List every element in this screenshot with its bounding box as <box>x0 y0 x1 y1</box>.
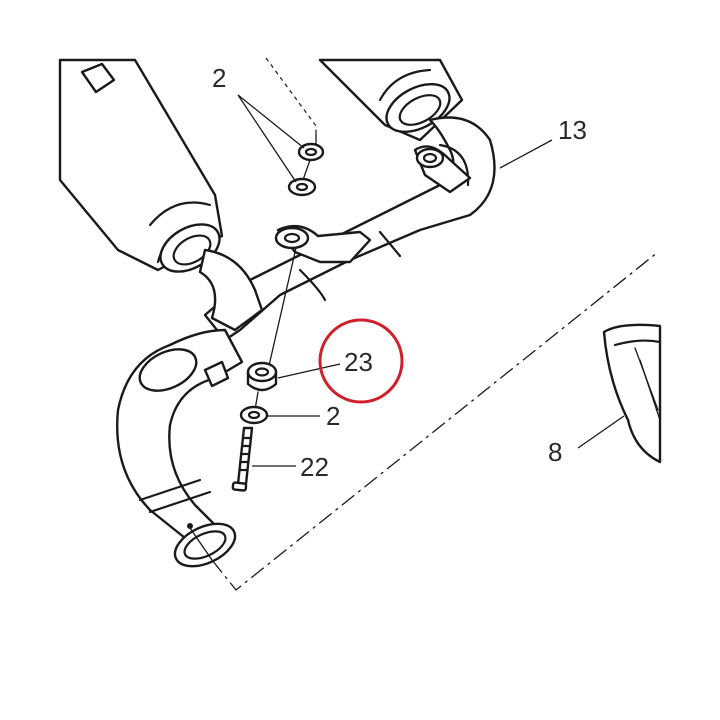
washer-upper-1 <box>297 142 325 162</box>
callout-23: 23 <box>344 347 373 377</box>
washer-lower <box>239 405 269 425</box>
callout-13: 13 <box>558 115 587 145</box>
callout-2-bottom: 2 <box>326 401 340 431</box>
leader-lines <box>237 94 625 467</box>
left-muffler <box>58 58 224 273</box>
callout-8: 8 <box>548 437 562 467</box>
bolt-part-22 <box>231 426 254 492</box>
washer-upper-2 <box>287 177 317 197</box>
callout-22: 22 <box>300 452 329 482</box>
grommet-part-23 <box>246 361 278 392</box>
axis-mid <box>267 247 297 371</box>
callout-2-top: 2 <box>212 63 226 93</box>
clamp-top-left <box>80 62 116 94</box>
side-cover-part-8 <box>602 323 662 464</box>
highlight-circle <box>318 318 404 404</box>
exhaust-pipe-assembly <box>116 116 496 568</box>
axis-upper <box>302 159 311 181</box>
